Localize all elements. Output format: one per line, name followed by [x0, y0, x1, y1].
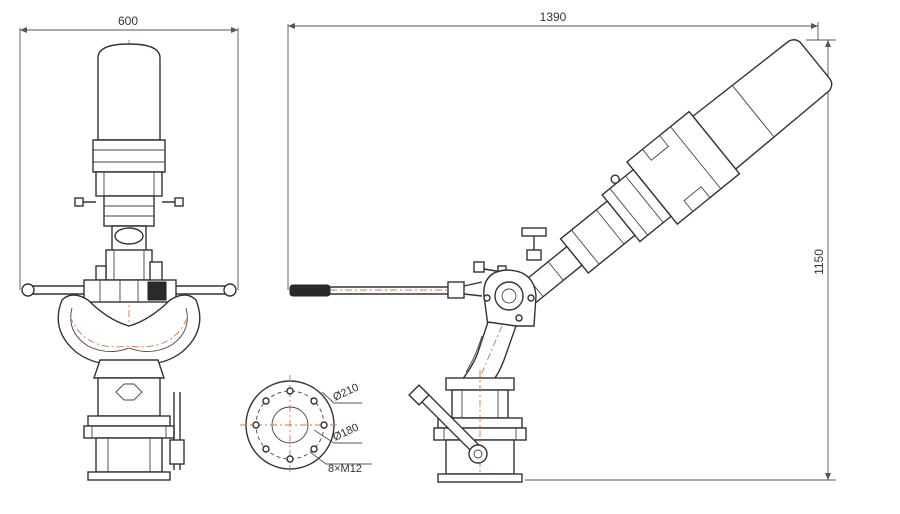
side-lock-knob: [521, 227, 547, 261]
front-view: 600: [19, 14, 239, 481]
dim-1150-label: 1150: [812, 249, 826, 275]
front-nozzle: [74, 43, 184, 227]
dim-1150: 1150: [525, 39, 836, 481]
side-nozzle: [511, 39, 833, 311]
flange-bolts: 8×M12: [328, 463, 362, 475]
dim-600: 600: [19, 14, 239, 290]
side-base: [433, 370, 527, 483]
side-handle-bar: [289, 281, 483, 299]
flange-outer-diameter: Ø210: [331, 381, 360, 403]
side-crank-lever: [408, 384, 488, 464]
front-base: [83, 377, 185, 481]
front-handle-bar: [21, 279, 237, 303]
side-view: 1390 1150: [287, 10, 836, 483]
dim-600-label: 600: [118, 14, 138, 28]
flange-detail: Ø210 Ø180 8×M12: [240, 375, 372, 475]
dim-1390: 1390: [287, 10, 819, 290]
side-swivel-joint: [483, 269, 537, 327]
dim-1390-label: 1390: [540, 10, 567, 24]
front-upper-elbow: [95, 225, 163, 283]
front-body: [57, 294, 201, 379]
side-elbow-pipe: [460, 321, 517, 385]
